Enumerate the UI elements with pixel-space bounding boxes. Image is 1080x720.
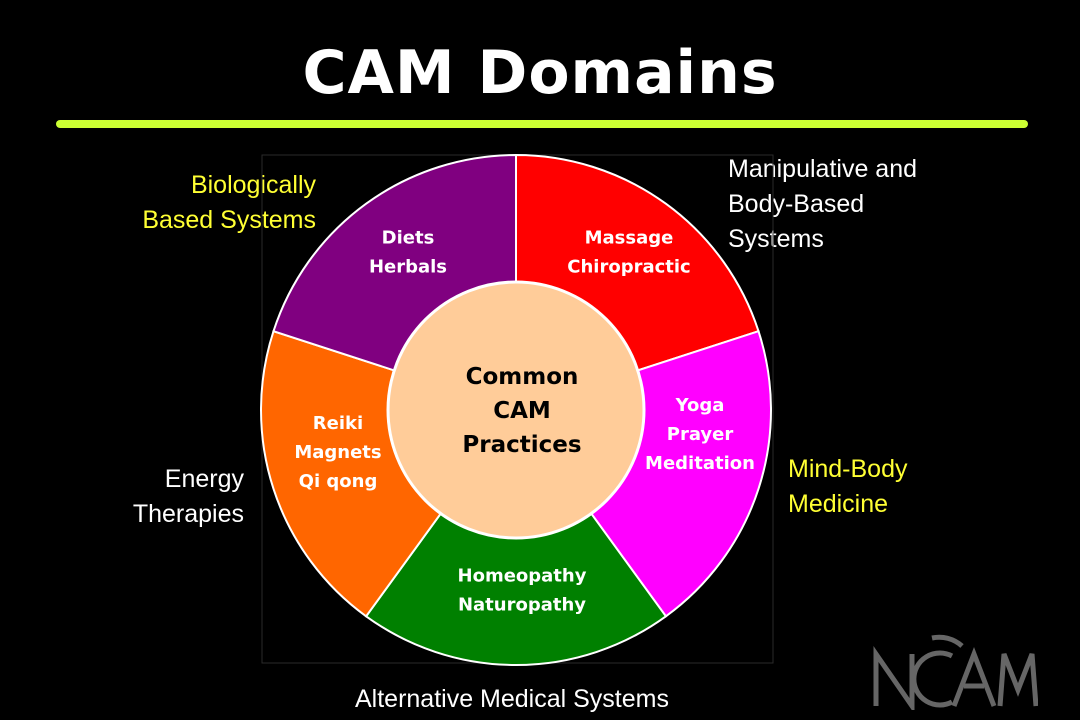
- practice-label: Naturopathy: [458, 595, 586, 616]
- practice-label: Meditation: [645, 453, 755, 474]
- domain-label-line: Therapies: [132, 500, 244, 528]
- domain-label-mind-body: Mind-Body Medicine: [788, 452, 988, 522]
- slide-title: CAM Domains: [302, 38, 778, 108]
- practice-label: Diets: [382, 228, 435, 249]
- practice-label: Yoga: [675, 395, 725, 416]
- domain-label-manipulative: Manipulative and Body-Based Systems: [728, 152, 988, 257]
- practice-label: Qi qong: [299, 471, 378, 492]
- domain-label-line: Manipulative and: [728, 155, 918, 183]
- domain-label-line: Energy: [164, 465, 244, 493]
- practice-label: Massage: [585, 228, 674, 249]
- domain-label-alternative: Alternative Medical Systems: [292, 682, 732, 717]
- center-circle: [386, 280, 646, 540]
- domain-label-line: Alternative Medical Systems: [354, 685, 669, 713]
- domain-label-biological: Biologically Based Systems: [60, 168, 316, 238]
- domain-label-line: Mind-Body: [788, 455, 908, 483]
- practice-label: Homeopathy: [458, 566, 587, 587]
- practice-label: Prayer: [667, 424, 734, 445]
- center-label-line: Practices: [462, 432, 581, 458]
- domain-label-line: Based Systems: [142, 206, 316, 234]
- domain-label-line: Systems: [728, 225, 824, 253]
- center-label-line: Common: [466, 364, 579, 390]
- title-underline: [56, 120, 1028, 128]
- domain-label-line: Medicine: [788, 490, 889, 518]
- practice-label: Chiropractic: [567, 257, 690, 278]
- practice-label: Herbals: [369, 257, 447, 278]
- practice-label: Reiki: [313, 413, 363, 434]
- domain-label-line: Body-Based: [728, 190, 865, 218]
- practice-label: Magnets: [294, 442, 381, 463]
- nccam-logo: [873, 634, 1038, 710]
- center-label-line: CAM: [493, 398, 551, 424]
- domain-label-line: Biologically: [190, 171, 316, 199]
- domain-label-energy: Energy Therapies: [60, 462, 244, 532]
